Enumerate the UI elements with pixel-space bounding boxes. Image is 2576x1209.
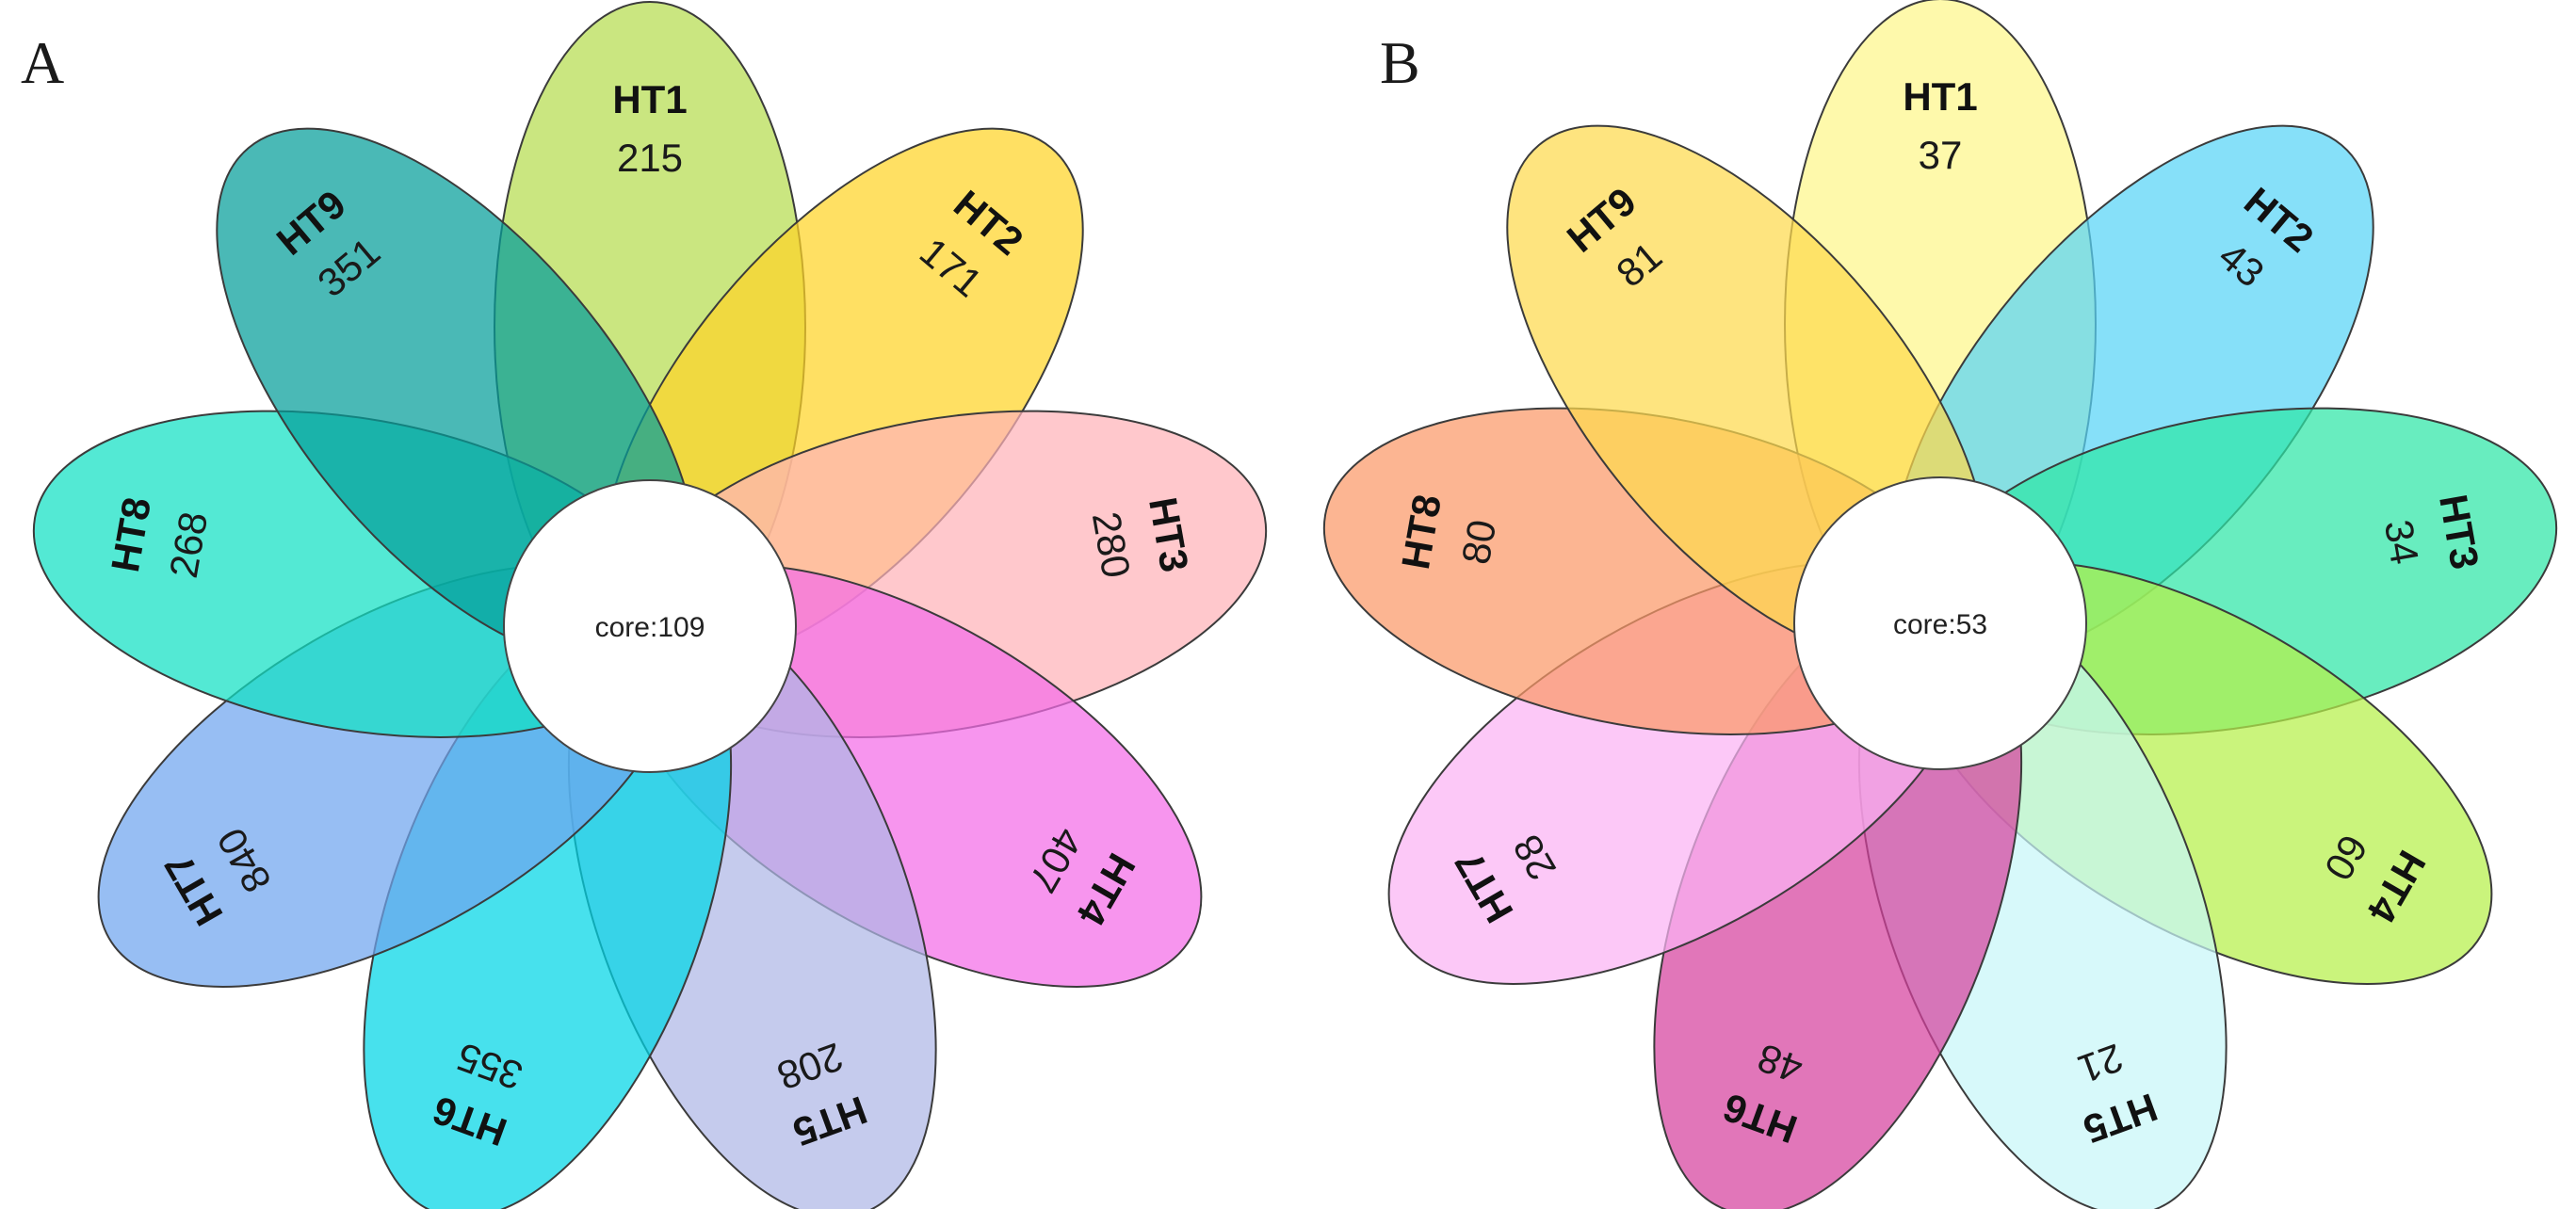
petal-name-ht1-b: HT1 <box>1903 74 1977 119</box>
petal-count-ht1-a: 215 <box>617 136 683 180</box>
petal-count-ht1-b: 37 <box>1919 133 1963 177</box>
petal-name-ht1-a: HT1 <box>612 77 687 121</box>
panel-label-b: B <box>1380 29 1420 96</box>
petal-count-ht8-b: 80 <box>1453 517 1504 568</box>
panel-b: B HT137HT243HT334HT460HT521HT648HT728HT8… <box>1322 0 2558 1209</box>
core-label-b: core:53 <box>1893 609 1987 640</box>
core-label-a: core:109 <box>595 612 705 643</box>
panel-a: A HT1215HT2171HT3280HT4407HT5208HT6355HT… <box>21 1 1268 1209</box>
panel-label-a: A <box>21 29 64 96</box>
core-circle-b <box>1793 476 2087 770</box>
petal-count-ht3-b: 34 <box>2376 517 2427 568</box>
core-circle-a <box>503 479 797 773</box>
